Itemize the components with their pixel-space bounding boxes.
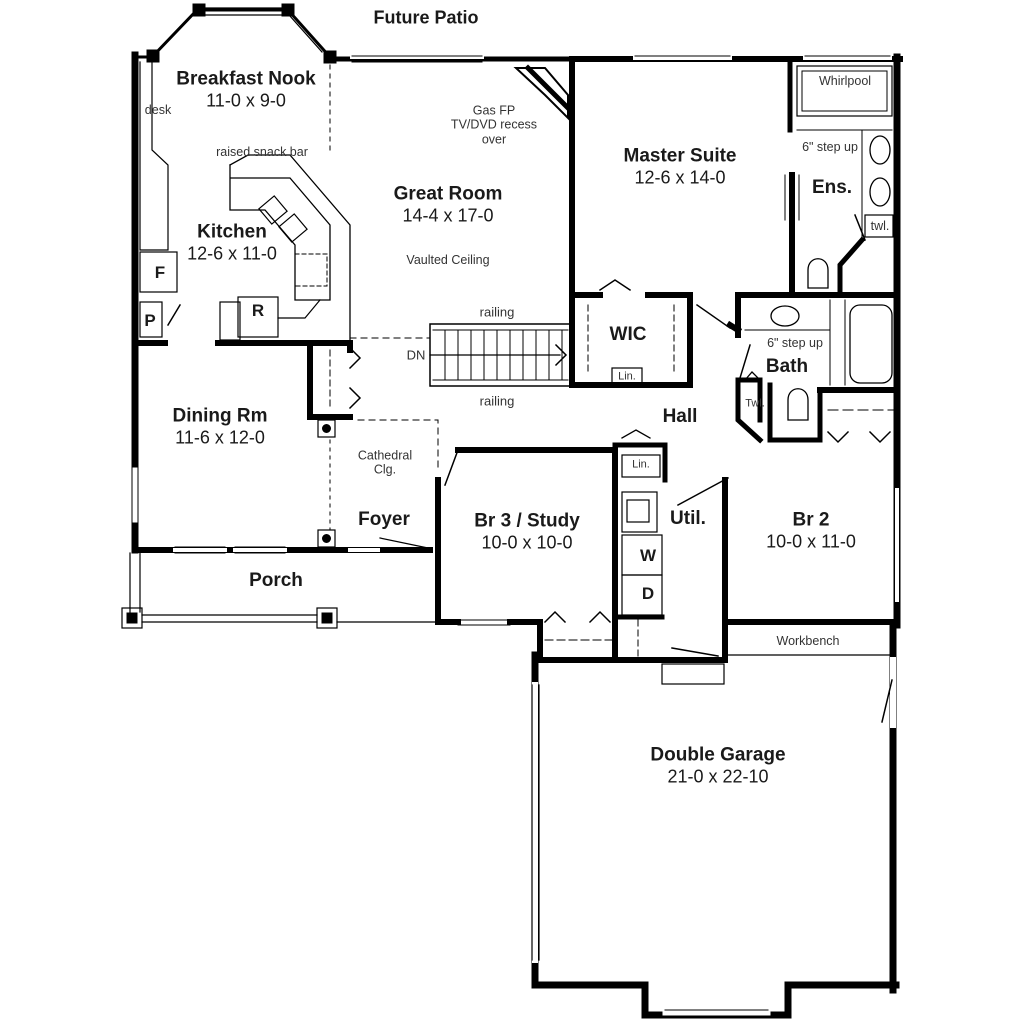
room-wic: WIC [609,324,647,346]
ensuite-step-note: 6" step up [802,139,858,154]
room-double-garage: Double Garage 21-0 x 22-10 [650,745,785,788]
nook-bay-window [133,8,333,60]
range-label: R [251,301,265,321]
room-dimensions: 14-4 x 17-0 [402,205,494,226]
workbench-label: Workbench [776,633,840,648]
room-dimensions: 21-0 x 22-10 [667,766,769,787]
room-breakfast-nook: Breakfast Nook 11-0 x 9-0 [176,69,315,112]
room-hall: Hall [662,406,698,428]
room-dimensions: 12-6 x 14-0 [634,167,726,188]
ensuite-towel-label: twl. [870,218,890,233]
room-name: Great Room [393,183,503,205]
bath-step-note: 6" step up [767,335,823,350]
room-name: Kitchen [197,221,267,243]
washer-label: W [639,546,657,566]
room-br2: Br 2 10-0 x 11-0 [766,510,856,553]
stairs-down-label: DN [406,347,426,363]
fridge-label: F [154,263,166,283]
room-dimensions: 11-6 x 12-0 [175,427,265,448]
desk-label: desk [144,102,172,117]
cathedral-ceiling-note: Cathedral Clg. [357,448,413,477]
room-dimensions: 12-6 x 11-0 [187,243,277,264]
room-great-room: Great Room 14-4 x 17-0 [394,184,503,227]
room-name: Br 3 / Study [474,510,580,532]
wic-linen-label: Lin. [618,370,636,383]
future-patio-label: Future Patio [373,7,479,28]
room-dimensions: 10-0 x 11-0 [766,531,856,552]
bath-towel-label: Twl. [745,397,765,410]
room-dimensions: 11-0 x 9-0 [206,90,286,111]
room-dimensions: 10-0 x 10-0 [481,532,573,553]
room-name: Dining Rm [172,405,268,427]
snack-bar-label: raised snack bar [216,144,308,159]
room-ensuite: Ens. [811,177,853,199]
staircase [429,323,571,387]
railing-bottom-label: railing [479,393,515,409]
room-foyer: Foyer [358,509,410,531]
vaulted-ceiling-note: Vaulted Ceiling [406,252,490,267]
room-name: Breakfast Nook [176,68,316,90]
whirlpool-label: Whirlpool [818,73,872,88]
gas-fireplace-note: Gas FP TV/DVD recess over [450,103,538,147]
room-master-suite: Master Suite 12-6 x 14-0 [624,146,737,189]
room-name: Master Suite [623,145,737,167]
hall-linen-label: Lin. [632,458,650,471]
room-name: Double Garage [650,744,786,766]
room-name: Br 2 [792,509,830,531]
room-util: Util. [670,508,706,530]
pantry-label: P [144,311,156,331]
railing-top-label: railing [479,304,515,320]
room-br3-study: Br 3 / Study 10-0 x 10-0 [474,511,580,554]
room-dining: Dining Rm 11-6 x 12-0 [173,406,268,449]
dryer-label: D [641,584,655,604]
room-kitchen: Kitchen 12-6 x 11-0 [187,222,277,265]
room-porch: Porch [249,570,303,592]
room-bath: Bath [765,356,809,378]
